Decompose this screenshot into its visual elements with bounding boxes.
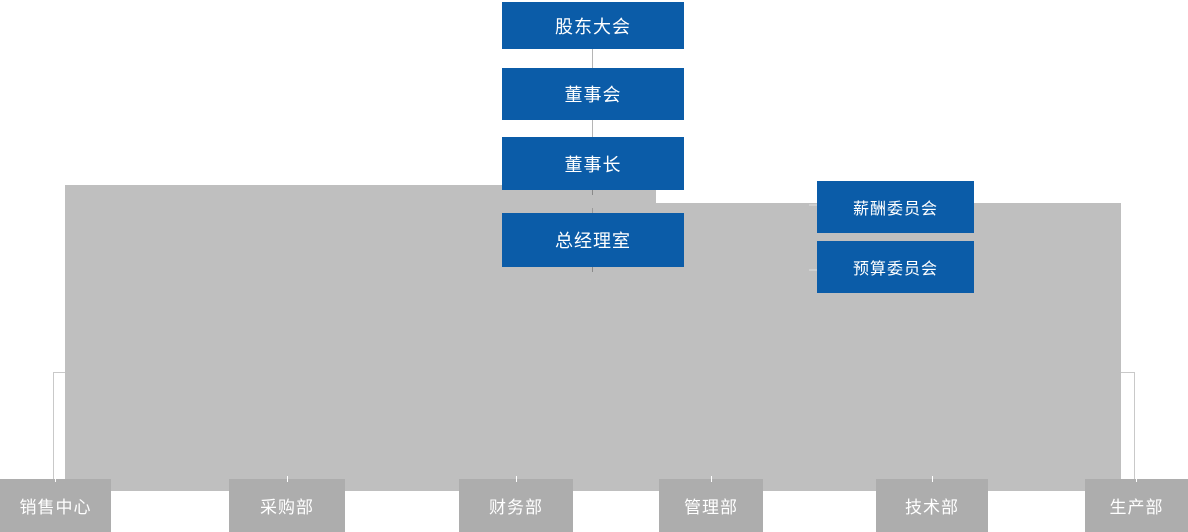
- dept-tick-technology: [932, 476, 933, 482]
- connector-shareholders-board: [592, 49, 593, 68]
- dept-tick-finance: [516, 476, 517, 482]
- dept-tick-management: [711, 476, 712, 482]
- connector-stub-below-gm-office: [592, 266, 593, 272]
- node-dept-production: 生产部: [1085, 479, 1188, 532]
- node-board-of-directors: 董事会: [502, 68, 684, 120]
- connector-stub-below-chairman: [592, 190, 593, 195]
- connector-stub-compensation-committee: [809, 204, 817, 206]
- node-compensation-committee: 薪酬委员会: [817, 181, 974, 233]
- connector-stub-budget-committee: [809, 269, 817, 271]
- node-chairman: 董事长: [502, 137, 684, 190]
- node-shareholders-meeting: 股东大会: [502, 2, 684, 49]
- node-dept-management: 管理部: [659, 479, 763, 532]
- node-dept-sales-center: 销售中心: [0, 479, 111, 532]
- node-dept-technology: 技术部: [876, 479, 988, 532]
- connector-board-chairman: [592, 119, 593, 137]
- node-general-manager-office: 总经理室: [502, 213, 684, 267]
- node-dept-procurement: 采购部: [229, 479, 345, 532]
- dept-tick-sales: [55, 476, 56, 482]
- connector-stub-above-gm-office: [592, 208, 593, 213]
- node-dept-finance: 财务部: [459, 479, 573, 532]
- dept-tick-production: [1136, 476, 1137, 482]
- node-budget-committee: 预算委员会: [817, 241, 974, 293]
- dept-tick-procurement: [287, 476, 288, 482]
